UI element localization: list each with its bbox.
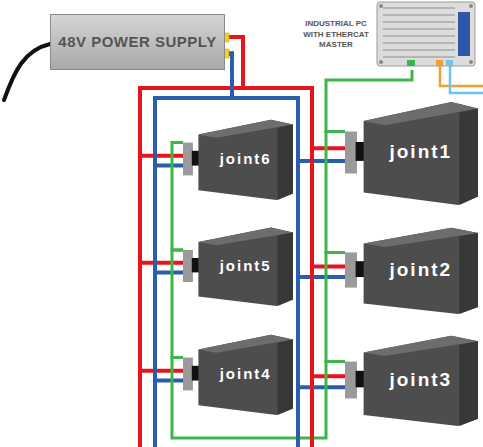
cooling-fin [383,7,455,9]
ethercat-cable [326,132,345,253]
joint-connector [345,132,357,174]
power-bus [138,330,142,447]
cooling-fin [383,21,455,23]
joint-label: joint4 [220,365,272,383]
cooling-fin [383,49,455,51]
joint-motor: joint5 [183,226,293,306]
cooling-fin [383,35,455,37]
wire-path [326,252,345,361]
joint-label: joint2 [389,259,452,282]
joint-side-face [459,341,478,426]
power-bus [296,330,300,447]
joint-body [198,120,293,200]
ethernet-port [446,60,453,66]
joint-body [364,102,478,205]
joint-motor: joint6 [183,118,293,200]
cooling-fin [383,28,455,30]
pc-label-strip [458,12,470,56]
screw [379,60,383,64]
screw [379,4,383,8]
ethercat-cable [172,250,183,358]
power-cable [140,37,243,381]
joint-body [364,228,478,314]
joint-connector [183,358,193,391]
joint-connector [345,362,357,399]
joint-label: joint5 [220,257,272,275]
screw [469,60,473,64]
joint-connector [183,143,193,176]
power-bus [310,330,314,447]
joint-body [198,335,293,415]
joint-motor: joint4 [183,333,293,415]
joint-label: joint6 [220,150,272,168]
wire-path [155,54,232,381]
joint-side-face [278,125,293,200]
wire-path [172,143,183,250]
cooling-fin [383,42,455,44]
network-cable [440,66,483,86]
pc-label: INDUSTRIAL PC WITH ETHERCAT MASTER [295,19,377,51]
ethercat-cable [326,252,345,361]
network-cable [450,66,483,93]
power-supply-label: 48V POWER SUPPLY [58,33,216,51]
joint-side-face [278,340,293,415]
wire-path [172,250,183,358]
joint-motor: joint1 [345,100,478,205]
industrial-pc: INDUSTRIAL PC WITH ETHERCAT MASTER [295,0,477,70]
joint-motor: joint2 [345,226,478,314]
joint-body [198,228,293,306]
wire-path [326,132,345,253]
ethernet-port [436,60,443,66]
pc-housing [377,2,475,66]
joint-side-face [459,233,478,314]
screw [469,4,473,8]
joint-side-face [278,232,293,306]
cooling-fin [383,56,455,58]
joint-side-face [459,108,478,205]
joint-label: joint3 [389,369,452,392]
joint-label: joint1 [389,141,452,164]
ethercat-cable [172,143,183,250]
joint-body [364,336,478,426]
cooling-fin [383,14,455,16]
power-bus [153,330,157,447]
power-supply-box: 48V POWER SUPPLY [50,14,225,70]
joint-motor: joint3 [345,334,478,426]
joint-connector [345,252,357,287]
power-cord [4,44,50,100]
joint-connector [183,250,193,282]
ethernet-port [407,60,415,66]
